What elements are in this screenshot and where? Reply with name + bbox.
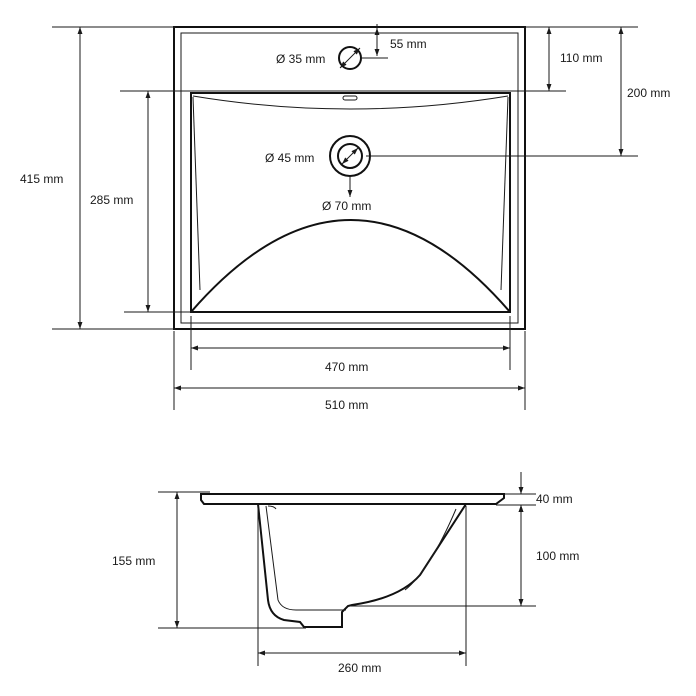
drain-diameter-label: Ø 45 mm: [265, 151, 314, 165]
dim-55-label: 55 mm: [390, 37, 427, 51]
dim-285-label: 285 mm: [90, 193, 133, 207]
right-slope-line: [500, 96, 509, 291]
dim-200-label: 200 mm: [627, 86, 670, 100]
sink-inner-rim: [180, 32, 519, 324]
basin-front-arch: [190, 219, 511, 313]
dim-40-label: 40 mm: [536, 492, 573, 506]
arrowhead-icon: [339, 47, 361, 69]
bowl-profile: [257, 503, 467, 628]
dim-510-label: 510 mm: [325, 398, 368, 412]
dim-470-label: 470 mm: [325, 360, 368, 374]
tap-hole: [338, 46, 362, 70]
drain-icon: [329, 135, 371, 177]
left-slope-line: [192, 96, 201, 291]
sink-outer-outline: [173, 26, 526, 330]
tap-hole-diameter-label: Ø 35 mm: [276, 52, 325, 66]
top-view: Ø 35 mm 55 mm Ø 45 mm Ø 70 mm 110 mm 200…: [20, 24, 670, 412]
dim-415-label: 415 mm: [20, 172, 63, 186]
dim-260-label: 260 mm: [338, 661, 381, 675]
basin-back-curve: [192, 95, 509, 110]
drain-outer-diameter-label: Ø 70 mm: [322, 199, 371, 213]
side-view: 155 mm 40 mm 100 mm 260 mm: [112, 472, 579, 675]
bowl-inner-line: [265, 505, 346, 611]
dim-155-label: 155 mm: [112, 554, 155, 568]
arrowhead-icon: [341, 147, 359, 165]
rim-slab: [200, 493, 505, 505]
dim-100-label: 100 mm: [536, 549, 579, 563]
overflow-slot: [342, 95, 358, 101]
dim-110-label: 110 mm: [560, 51, 602, 65]
bowl-right-inner: [404, 508, 457, 591]
